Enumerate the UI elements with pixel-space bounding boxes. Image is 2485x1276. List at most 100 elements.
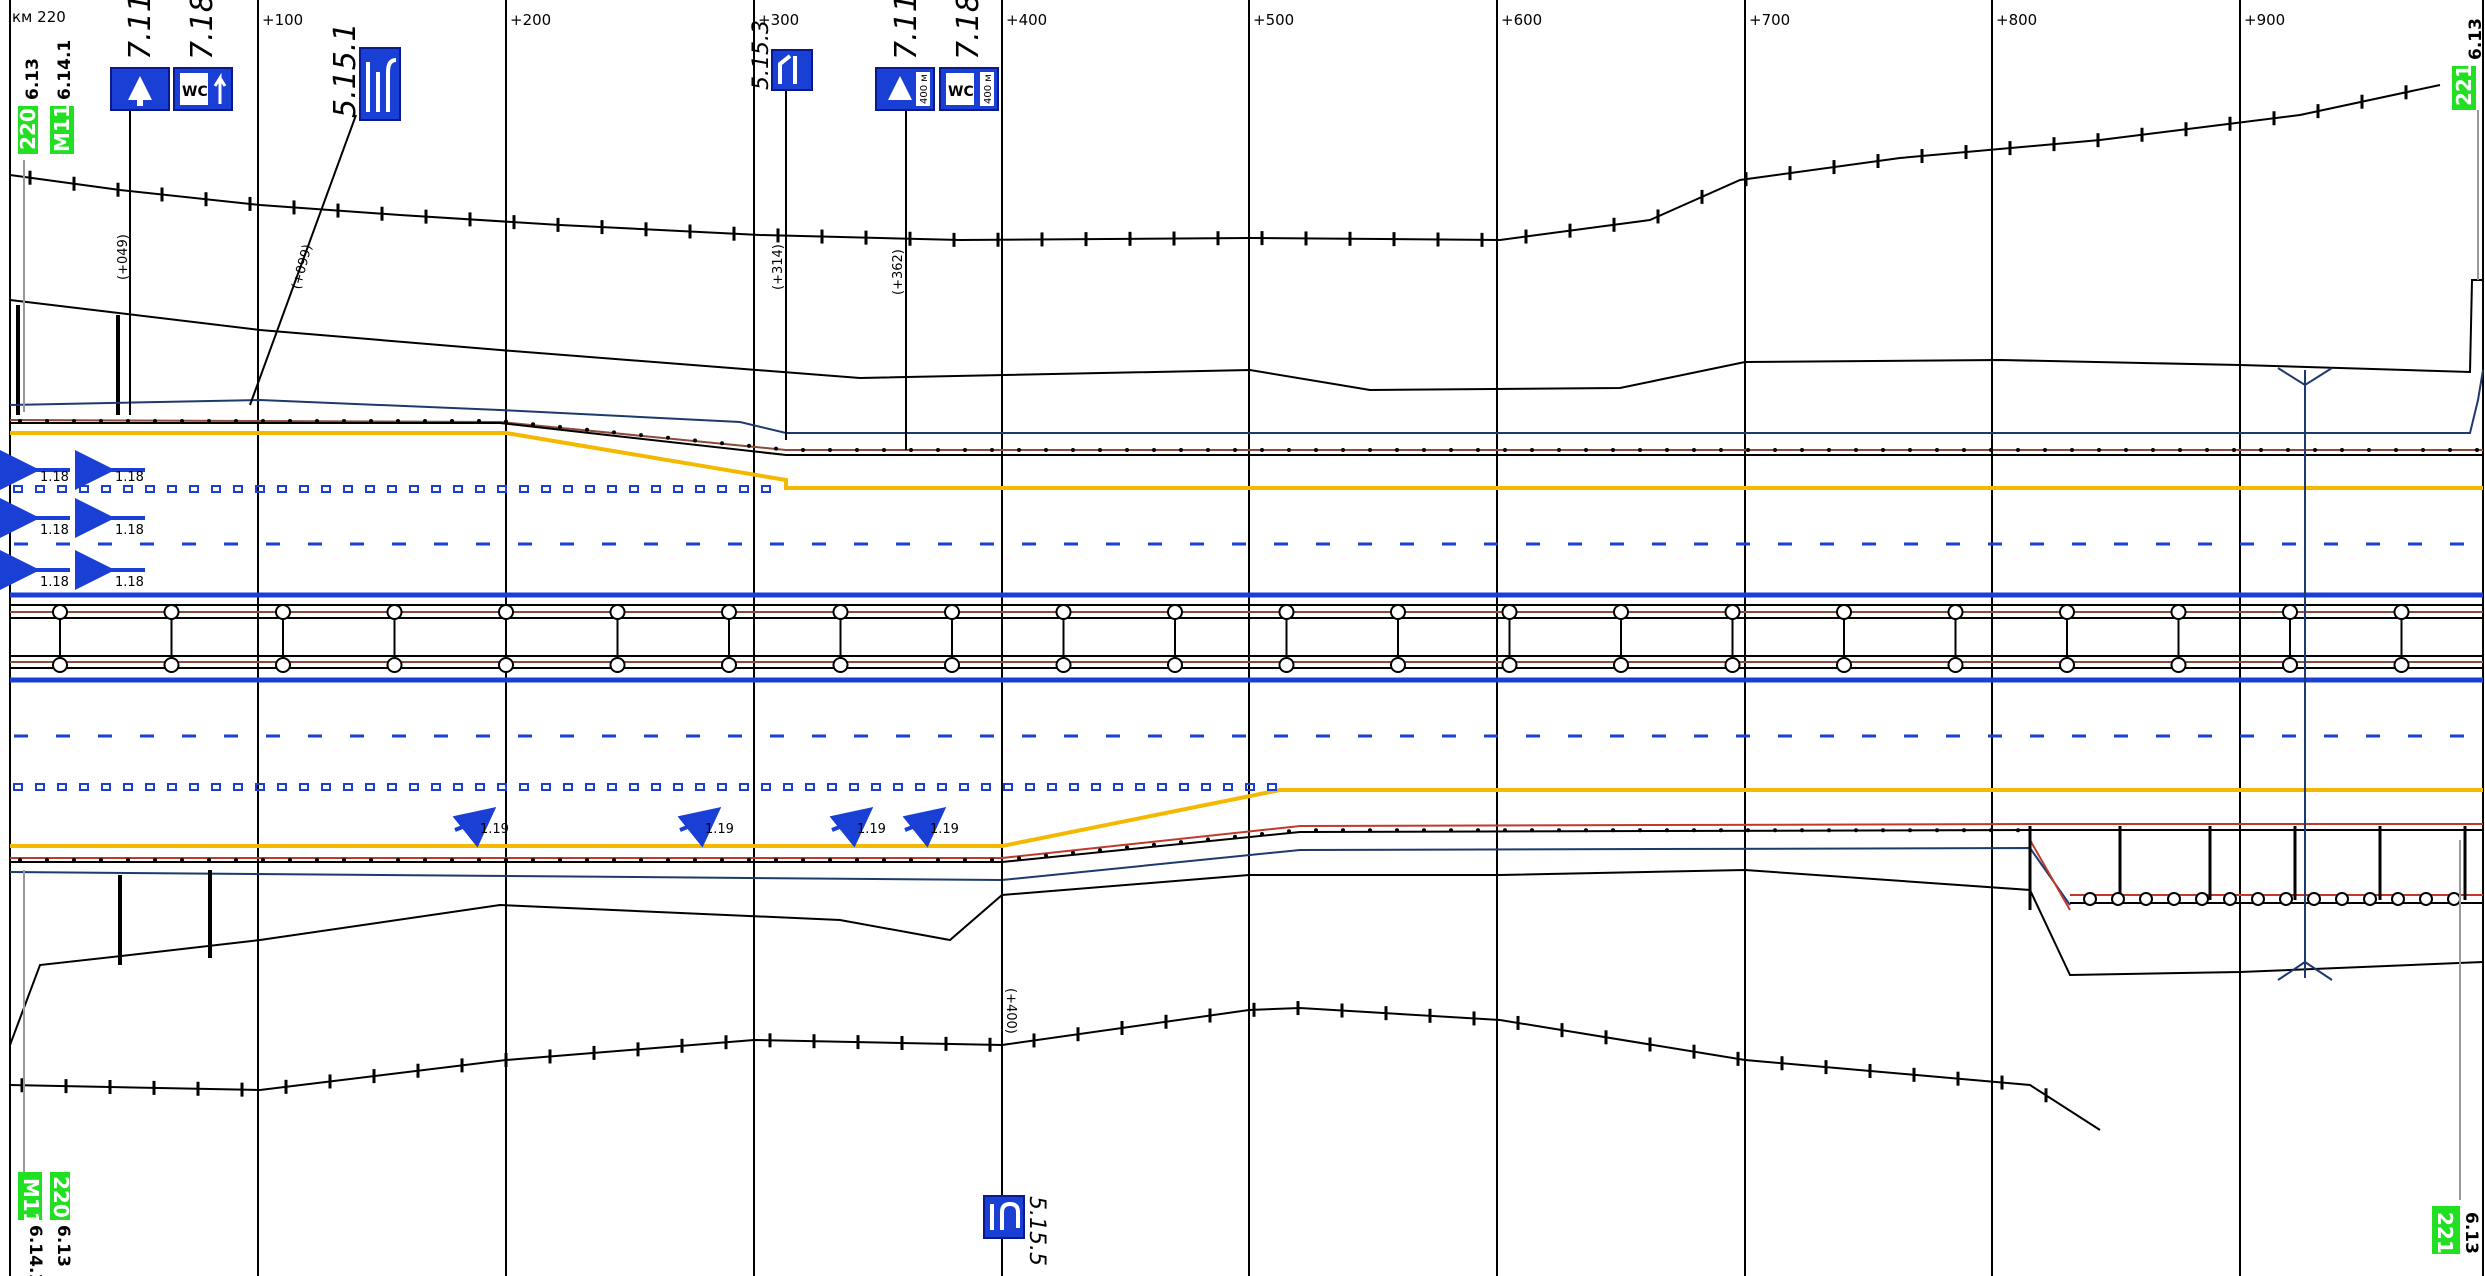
arrow-code: 1.18 xyxy=(40,575,69,590)
barrier-post xyxy=(1611,828,1615,833)
barrier-post xyxy=(720,441,724,446)
lamp-head xyxy=(1947,657,1964,673)
barrier-post xyxy=(1962,828,1966,833)
barrier-post xyxy=(477,419,481,423)
barrier-post xyxy=(2124,448,2128,452)
lane-end-square xyxy=(167,485,177,493)
lane-end-square xyxy=(1245,783,1255,791)
barrier-post xyxy=(477,858,481,862)
barrier-post xyxy=(153,419,157,423)
barrier-post xyxy=(1746,828,1750,833)
lane-end-square xyxy=(827,783,837,791)
barrier-post xyxy=(1665,828,1669,833)
upper-shoulder-posts xyxy=(16,305,120,415)
lamp-head xyxy=(1278,604,1295,620)
lane-end-square xyxy=(717,485,727,493)
noise-barrier xyxy=(2028,826,2467,910)
barrier-post xyxy=(2016,448,2020,452)
slope-hatching-lower xyxy=(20,1001,2048,1103)
station-label: +300 xyxy=(758,11,799,29)
barrier-post xyxy=(1287,448,1291,452)
barrier-post xyxy=(450,419,454,423)
lamp-head xyxy=(2282,657,2298,673)
sign-5-15-1: 5.15.1 xyxy=(328,23,401,121)
station-label: +100 xyxy=(262,11,303,29)
lane-end-square xyxy=(13,783,23,791)
barrier-post xyxy=(2421,448,2425,452)
barrier-post xyxy=(801,858,805,862)
barrier-post xyxy=(72,419,76,423)
lane-end-square xyxy=(695,783,705,791)
station-label: +200 xyxy=(510,11,551,29)
top-right-plates: 221 6.13 xyxy=(2452,18,2485,110)
lane-end-square xyxy=(673,783,683,791)
barrier-post xyxy=(855,448,859,452)
lane-end-square xyxy=(211,783,221,791)
sign-code: 6.14.1 xyxy=(55,40,75,100)
lane-end-square xyxy=(387,485,397,493)
lamp-head xyxy=(1836,604,1852,620)
median-barrier xyxy=(10,604,2483,669)
barrier-post xyxy=(963,448,967,452)
pole-base xyxy=(2083,892,2097,906)
lane-end-square xyxy=(475,485,485,493)
barrier-post xyxy=(2313,448,2317,452)
lamp-head xyxy=(1947,604,1964,620)
lamp-head xyxy=(609,657,626,673)
lane-end-square xyxy=(13,485,23,493)
barrier-post xyxy=(1881,448,1885,452)
lamp-head xyxy=(1055,604,1072,620)
lane-end-square xyxy=(343,783,353,791)
lane-end-square xyxy=(79,485,89,493)
lane-end-square xyxy=(255,783,265,791)
top-left-plates: 220 M11 6.13 6.14.1 xyxy=(16,40,75,154)
sign-code: 5.15.3 xyxy=(749,20,774,90)
barrier-post xyxy=(1044,853,1048,858)
lane-end-square xyxy=(717,783,727,791)
distance-plate: 400 м xyxy=(919,74,930,104)
barrier-post xyxy=(774,446,778,451)
barrier-post xyxy=(990,858,994,862)
barrier-post xyxy=(369,419,373,423)
barrier-post xyxy=(1395,448,1399,452)
pole-base xyxy=(2307,892,2321,906)
barrier-post xyxy=(936,448,940,452)
lower-slope-edge xyxy=(9,1006,2101,1131)
barrier-post xyxy=(1179,840,1183,845)
barrier-post xyxy=(1341,448,1345,452)
barrier-post xyxy=(612,430,616,435)
lane-end-square xyxy=(189,485,199,493)
pole-base xyxy=(2251,892,2265,906)
lane-end-square xyxy=(79,783,89,791)
barrier-post xyxy=(612,858,616,862)
barrier-post xyxy=(1098,848,1102,853)
barrier-post xyxy=(1260,832,1264,836)
barrier-post xyxy=(531,858,535,862)
lane-end-square xyxy=(673,485,683,493)
wc-text: WC xyxy=(948,84,974,100)
lamp-head xyxy=(386,604,403,620)
barrier-post xyxy=(234,419,238,423)
barrier-post xyxy=(1908,448,1912,452)
lane-end-square xyxy=(1047,783,1057,791)
barrier-post xyxy=(1638,448,1642,452)
barrier-post xyxy=(720,858,724,862)
barrier-post xyxy=(1827,828,1831,833)
barrier-post xyxy=(558,425,562,429)
barrier-post xyxy=(99,858,103,862)
barrier-post xyxy=(99,419,103,423)
sign-7-11-top: 7.11 xyxy=(110,0,170,111)
lamp-head xyxy=(498,604,514,620)
barrier-post xyxy=(909,858,913,862)
lane-end-square xyxy=(959,783,969,791)
slope-hatching xyxy=(28,85,2408,247)
lane-end-square xyxy=(563,485,573,493)
lamp-head xyxy=(1055,657,1072,673)
barrier-post xyxy=(1692,828,1696,833)
lane-end-square xyxy=(607,783,617,791)
lane-end-square xyxy=(299,783,309,791)
lower-road-edge xyxy=(9,823,2483,911)
barrier-post xyxy=(2340,448,2344,452)
lamp-head xyxy=(163,657,180,673)
